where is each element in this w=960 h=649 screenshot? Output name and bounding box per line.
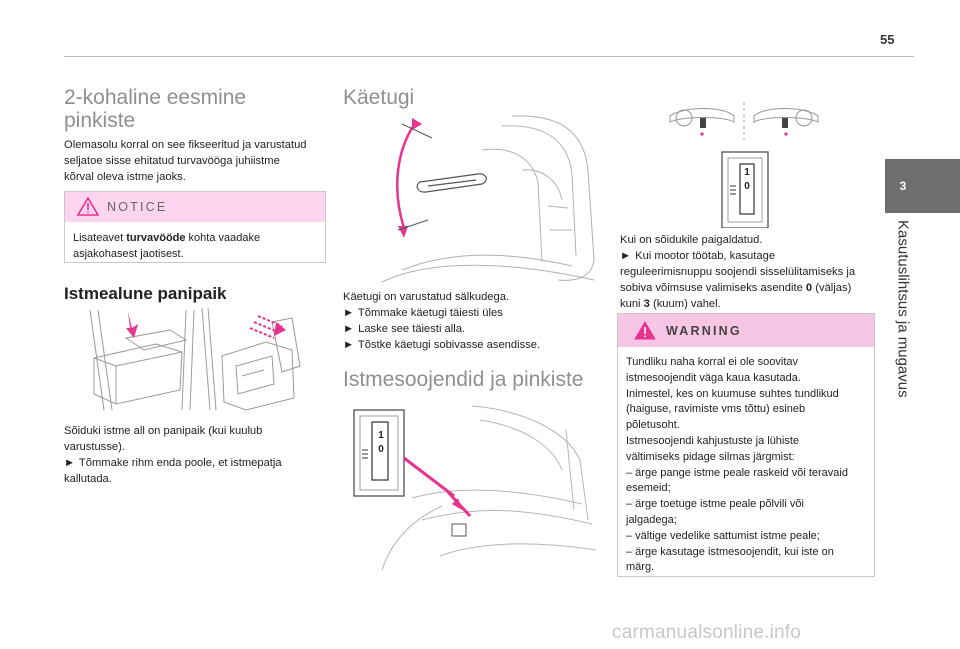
bench-intro-line: kõrval oleva istme jaoks. [64, 171, 186, 183]
notice-body: Lisateavet turvavööde kohta vaadake asja… [65, 222, 325, 270]
notice-header: NOTICE [65, 192, 325, 222]
bullet-arrow-icon: ► [343, 307, 355, 319]
warning-text-line: istmesoojendit väga kaua kasutada. [626, 371, 801, 384]
armrest-text-line: Tõstke käetugi sobivasse asendisse. [357, 339, 541, 351]
warning-text-line: – ärge toetuge istme peale põlvili või [626, 498, 804, 511]
storage-text-line: Sõiduki istme all on panipaik (kui kuulu… [64, 425, 263, 437]
storage-text-line: varustusse). [64, 441, 125, 453]
switch-label-zero: 0 [378, 444, 384, 455]
warning-text-line: (haiguse, ravimiste vms tõttu) esineb [626, 403, 806, 416]
armrest-text: Käetugi on varustatud sälkudega. ► Tõmma… [343, 289, 608, 353]
heater-text-line: (väljas) [812, 282, 852, 294]
storage-text: Sõiduki istme all on panipaik (kui kuulu… [64, 423, 329, 487]
section-title-bench: 2-kohaline eesmine pinkiste [64, 86, 326, 132]
warning-text-line: – ärge kasutage istmesoojendit, kui iste… [626, 545, 834, 558]
seat-heater-illustration: 1 0 [352, 400, 608, 572]
warning-body: Tundliku naha korral ei ole soovitav ist… [618, 347, 874, 584]
section-title-bench-line2: pinkiste [64, 109, 136, 132]
armrest-title: Käetugi [343, 86, 415, 109]
heater-text-line: kuni [620, 298, 644, 310]
chapter-number: 3 [899, 179, 907, 193]
heater-level-off: 0 [805, 282, 813, 294]
warning-triangle-icon [76, 196, 100, 221]
warning-triangle-icon [634, 321, 656, 345]
warning-box: WARNING Tundliku naha korral ei ole soov… [617, 313, 875, 577]
warning-text-line: – vältige vedelike sattumist istme peale… [626, 529, 820, 542]
warning-text-line: Tundliku naha korral ei ole soovitav [626, 356, 799, 368]
armrest-text-line: Tõmmake käetugi täiesti üles [357, 307, 503, 319]
header-rule [64, 56, 914, 57]
heater-text-line: Kui mootor töötab, kasutage [635, 250, 776, 262]
heater-text: Kui on sõidukile paigaldatud. ► Kui moot… [620, 232, 882, 312]
heater-text-line: Kui on sõidukile paigaldatud. [620, 234, 763, 246]
notice-link-term: turvavööde [126, 232, 186, 244]
bench-intro: Olemasolu korral on see fikseeritud ja v… [64, 137, 329, 185]
bench-intro-line: Olemasolu korral on see fikseeritud ja v… [64, 139, 307, 151]
warning-text-line: Inimestel, kes on kuumuse suhtes tundlik… [626, 387, 839, 400]
warning-text-line: – ärge pange istme peale raskeid või ter… [626, 466, 848, 479]
notice-text: Lisateavet [73, 232, 127, 244]
heater-text-line: reguleerimisnuppu soojendi sisselülitami… [620, 266, 856, 278]
section-title-bench-line1: 2-kohaline eesmine [64, 86, 247, 109]
chapter-tab[interactable]: 3 [885, 159, 960, 213]
notice-label: NOTICE [107, 200, 168, 214]
armrest-illustration [362, 110, 602, 290]
heater-text-line: (kuum) vahel. [649, 298, 721, 310]
storage-illustration [86, 306, 302, 416]
heater-text-line: sobiva võimsuse valimiseks asendite [620, 282, 806, 294]
heater-switch-illustration: 1 0 [664, 98, 824, 229]
switch-label-one: 1 [744, 167, 750, 178]
heater-level-hot: 3 [643, 298, 650, 310]
storage-title: Istmealune panipaik [64, 284, 227, 303]
warning-header: WARNING [618, 314, 874, 347]
bullet-arrow-icon: ► [64, 457, 76, 469]
bench-intro-line: seljatoe sisse ehitatud turvavööga juhii… [64, 155, 280, 167]
warning-text-line: esemeid; [626, 482, 671, 495]
notice-box: NOTICE Lisateavet turvavööde kohta vaada… [64, 191, 326, 263]
bullet-arrow-icon: ► [343, 323, 355, 335]
armrest-text-line: Laske see täiesti alla. [358, 323, 466, 335]
chapter-title-vertical: Kasutuslihtsus ja mugavus [885, 220, 921, 398]
bullet-arrow-icon: ► [620, 250, 632, 262]
notice-text: asjakohasest jaotisest. [73, 248, 184, 260]
heater-title: Istmesoojendid ja pinkiste [343, 368, 584, 391]
storage-text-line: kallutada. [64, 473, 112, 485]
warning-text-line: märg. [626, 561, 655, 574]
chapter-title: Kasutuslihtsus ja mugavus [894, 220, 912, 398]
page-number: 55 [880, 32, 895, 47]
bullet-arrow-icon: ► [343, 339, 355, 351]
warning-text-line: jalgadega; [626, 513, 677, 526]
armrest-text-line: Käetugi on varustatud sälkudega. [343, 291, 510, 303]
warning-label: WARNING [666, 324, 742, 338]
switch-label-one: 1 [378, 430, 384, 441]
warning-text-line: vältimiseks pidage silmas järgmist: [626, 450, 795, 463]
switch-label-zero: 0 [744, 181, 750, 192]
watermark[interactable]: carmanualsonline.info [612, 622, 802, 643]
storage-text-line: Tõmmake rihm enda poole, et istmepatja [78, 457, 282, 469]
warning-text-line: põletusoht. [626, 419, 680, 432]
warning-text-line: Istmesoojendi kahjustuste ja lühiste [626, 434, 800, 447]
notice-text: kohta vaadake [185, 232, 261, 244]
